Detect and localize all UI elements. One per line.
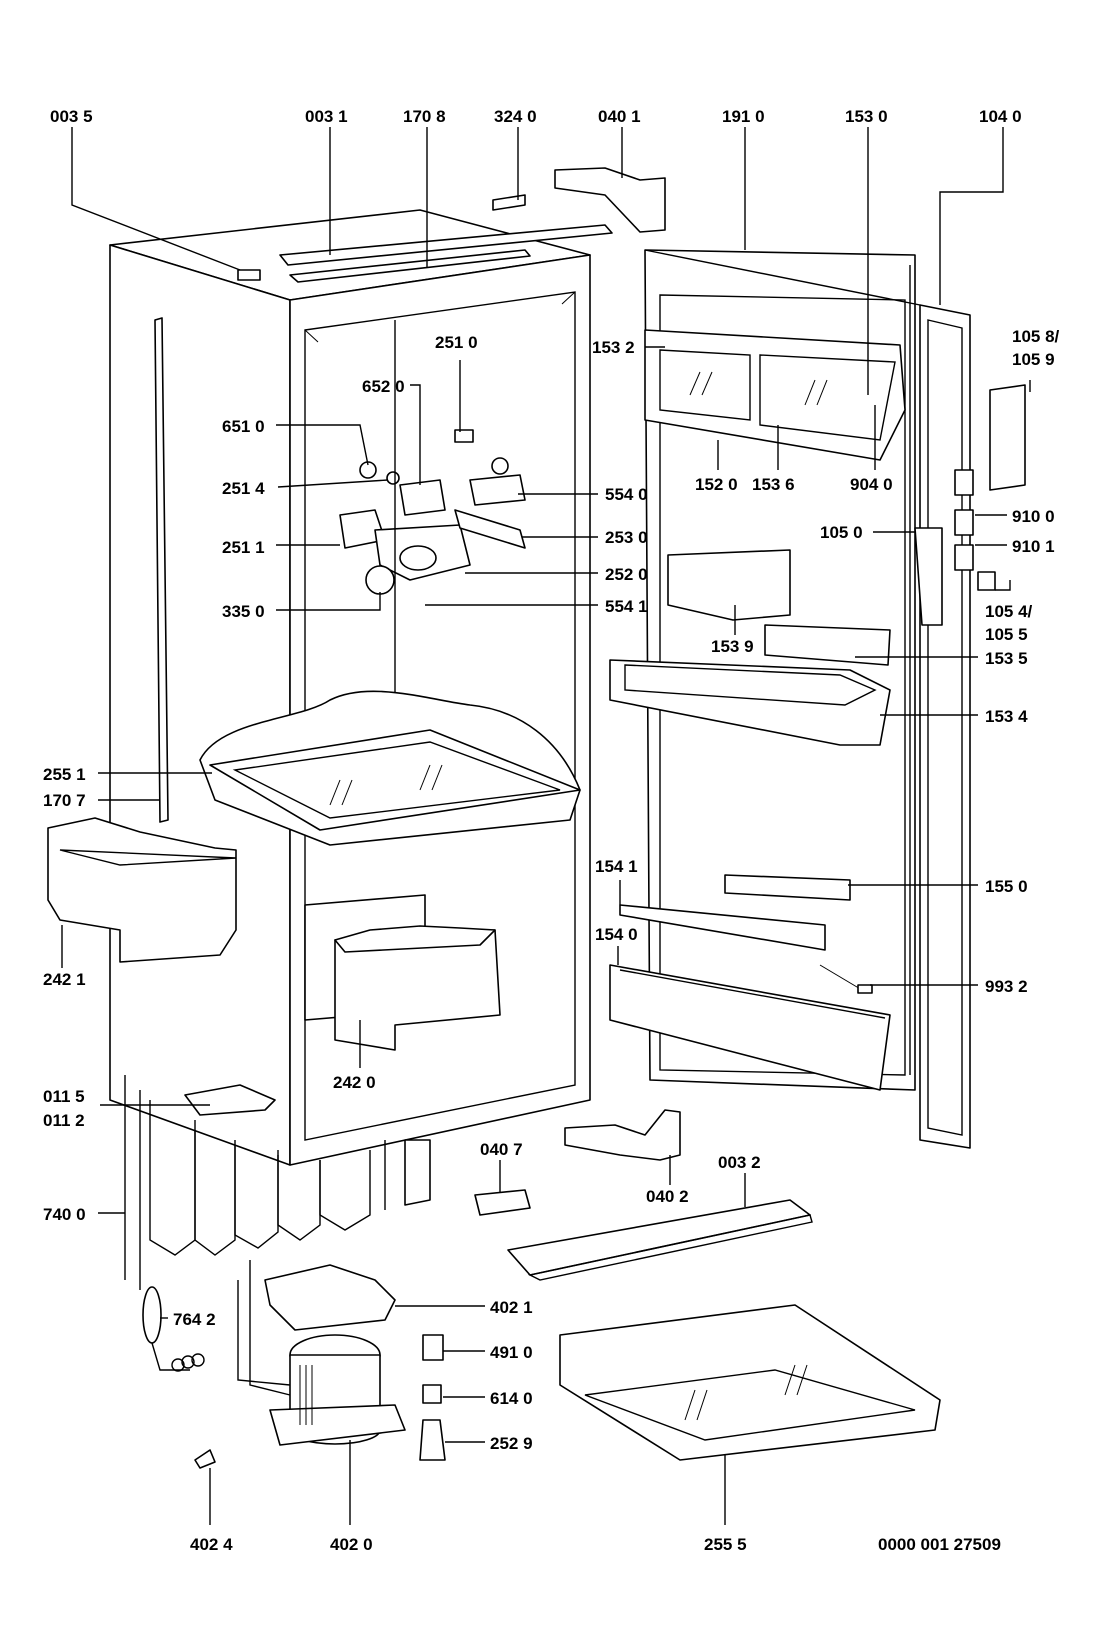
label-6140: 614 0 — [490, 1389, 533, 1408]
label-1532: 153 2 — [592, 338, 635, 357]
label-1050: 105 0 — [820, 523, 863, 542]
label-4024: 402 4 — [190, 1535, 233, 1554]
label-2511: 251 1 — [222, 538, 265, 557]
label-2514: 251 4 — [222, 479, 265, 498]
control-unit — [339, 320, 526, 730]
label-1530: 153 0 — [845, 107, 888, 126]
label-1040: 104 0 — [979, 107, 1022, 126]
label-4910: 491 0 — [490, 1343, 533, 1362]
label-2551: 255 1 — [43, 765, 86, 784]
rail-bottom — [184, 1084, 276, 1116]
label-0401: 040 1 — [598, 107, 641, 126]
cover-plate — [474, 1189, 531, 1216]
label-1059: 105 9 — [1012, 350, 1055, 369]
label-0115: 011 5 — [43, 1087, 85, 1106]
hinge-parts-right — [914, 384, 1026, 626]
label-1534: 153 4 — [985, 707, 1028, 726]
label-4021: 402 1 — [490, 1298, 533, 1317]
label-2421: 242 1 — [43, 970, 86, 989]
clamp-part — [194, 1449, 216, 1469]
label-1707: 170 7 — [43, 791, 86, 810]
label-1910: 191 0 — [722, 107, 765, 126]
label-3350: 335 0 — [222, 602, 265, 621]
plinth-strip — [507, 1199, 813, 1281]
label-5540: 554 0 — [605, 485, 648, 504]
label-3240: 324 0 — [494, 107, 537, 126]
top-hinge — [492, 167, 666, 233]
clip-part — [422, 1384, 442, 1404]
label-0031: 003 1 — [305, 107, 348, 126]
label-9101: 910 1 — [1012, 537, 1055, 556]
label-0402: 040 2 — [646, 1187, 689, 1206]
label-2555: 255 5 — [704, 1535, 747, 1554]
label-2530: 253 0 — [605, 528, 648, 547]
connector-part — [419, 1419, 446, 1461]
compressor — [237, 1260, 406, 1446]
label-1520: 152 0 — [695, 475, 738, 494]
label-1539: 153 9 — [711, 637, 754, 656]
label-1550: 155 0 — [985, 877, 1028, 896]
label-0407: 040 7 — [480, 1140, 523, 1159]
dairy-compartment — [644, 329, 906, 461]
label-1054: 105 4/ — [985, 602, 1033, 621]
label-1535: 153 5 — [985, 649, 1028, 668]
label-1058: 105 8/ — [1012, 327, 1060, 346]
label-1540: 154 0 — [595, 925, 638, 944]
label-1541: 154 1 — [595, 857, 638, 876]
label-9040: 904 0 — [850, 475, 893, 494]
label-2420: 242 0 — [333, 1073, 376, 1092]
leader-lines — [61, 127, 1031, 1525]
relay-part — [422, 1334, 444, 1361]
label-1055: 105 5 — [985, 625, 1028, 644]
label-0032: 003 2 — [718, 1153, 761, 1172]
label-4020: 402 0 — [330, 1535, 373, 1554]
dryer-filter — [142, 1286, 205, 1372]
label-9100: 910 0 — [1012, 507, 1055, 526]
label-0112: 011 2 — [43, 1111, 85, 1130]
label-0035: 003 5 — [50, 107, 93, 126]
label-7400: 740 0 — [43, 1205, 86, 1224]
label-6520: 652 0 — [362, 377, 405, 396]
label-6510: 651 0 — [222, 417, 265, 436]
label-2520: 252 0 — [605, 565, 648, 584]
glass-shelf-bottom — [559, 1304, 941, 1461]
label-1536: 153 6 — [752, 475, 795, 494]
label-2510: 251 0 — [435, 333, 478, 352]
label-7642: 764 2 — [173, 1310, 216, 1329]
label-1708: 170 8 — [403, 107, 446, 126]
condenser — [124, 1075, 431, 1290]
side-bin — [47, 817, 237, 963]
compressor-mount — [264, 1264, 396, 1331]
label-9932: 993 2 — [985, 977, 1028, 996]
glass-shelf-upper — [199, 690, 581, 846]
bottom-hinge — [564, 1109, 681, 1161]
label-2529: 252 9 — [490, 1434, 533, 1453]
door-bins — [609, 549, 891, 1091]
label-5541: 554 1 — [605, 597, 648, 616]
part-labels: 003 5 003 1 170 8 324 0 040 1 191 0 153 … — [43, 107, 1060, 1554]
crisper-drawer — [304, 894, 501, 1051]
drawing-number: 0000 001 27509 — [878, 1535, 1001, 1554]
